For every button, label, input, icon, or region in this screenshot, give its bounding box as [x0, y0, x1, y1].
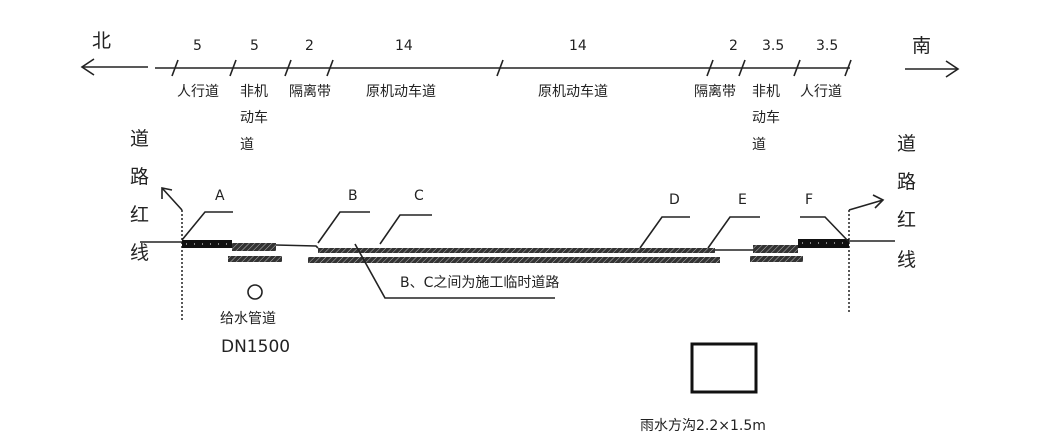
svg-text:B、C之间为施工临时道路: B、C之间为施工临时道路	[400, 275, 559, 291]
width-labels: 5 5 2 14 14 2 3.5 3.5	[193, 38, 838, 54]
svg-text:14: 14	[395, 38, 413, 54]
svg-text:3.5: 3.5	[762, 38, 784, 54]
median-north: 隔离带	[289, 83, 331, 100]
svg-text:线: 线	[897, 249, 916, 271]
svg-text:非机: 非机	[752, 84, 780, 100]
svg-text:14: 14	[569, 38, 587, 54]
point-e: E	[707, 192, 760, 249]
svg-text:F: F	[805, 192, 813, 208]
road-section	[140, 239, 895, 263]
svg-text:2: 2	[305, 38, 314, 54]
svg-text:道: 道	[130, 128, 149, 150]
point-b: B	[317, 188, 370, 244]
dimension-line	[155, 59, 852, 77]
svg-text:A: A	[215, 188, 225, 204]
svg-text:道: 道	[240, 137, 254, 153]
svg-text:路: 路	[130, 166, 149, 188]
north-arrow-icon	[80, 58, 148, 76]
red-line-left-label: 道 路 红 线	[130, 128, 149, 264]
svg-text:道: 道	[897, 133, 916, 155]
motor-lane-south: 原机动车道	[538, 83, 608, 100]
red-line-left-marker	[161, 187, 183, 320]
point-f: F	[800, 192, 850, 243]
temporary-road-note: B、C之间为施工临时道路	[354, 243, 559, 299]
median-south: 隔离带	[694, 83, 736, 100]
svg-text:D: D	[669, 192, 680, 208]
svg-text:动车: 动车	[752, 109, 780, 126]
svg-text:2: 2	[729, 38, 738, 54]
svg-text:线: 线	[130, 242, 149, 264]
point-a: A	[181, 188, 233, 241]
svg-text:动车: 动车	[240, 109, 268, 126]
point-d: D	[639, 192, 690, 249]
south-label: 南	[912, 35, 931, 57]
north-label: 北	[92, 30, 111, 52]
svg-text:非机: 非机	[240, 84, 268, 100]
svg-text:DN1500: DN1500	[221, 337, 290, 357]
svg-text:红: 红	[130, 204, 149, 226]
svg-text:给水管道: 给水管道	[220, 311, 276, 327]
svg-text:路: 路	[897, 171, 916, 193]
svg-text:红: 红	[897, 209, 916, 231]
red-line-right-label: 道 路 红 线	[897, 133, 916, 271]
svg-text:3.5: 3.5	[816, 38, 838, 54]
svg-text:道: 道	[752, 137, 766, 153]
sidewalk-north: 人行道	[177, 84, 219, 100]
svg-text:5: 5	[250, 38, 259, 54]
svg-text:B: B	[348, 188, 358, 204]
south-arrow-icon	[905, 60, 960, 78]
point-c: C	[379, 188, 432, 245]
svg-text:E: E	[738, 192, 747, 208]
lane-labels: 人行道 非机 动车 道 隔离带 原机动车道 原机动车道 隔离带 非机 动车 道 …	[177, 83, 842, 153]
motor-lane-north: 原机动车道	[366, 83, 436, 100]
sidewalk-south: 人行道	[800, 84, 842, 100]
svg-text:C: C	[414, 188, 424, 204]
red-line-right-marker	[848, 194, 885, 312]
svg-text:雨水方沟2.2×1.5m: 雨水方沟2.2×1.5m	[640, 418, 766, 434]
storm-culvert: 雨水方沟2.2×1.5m	[640, 342, 766, 434]
water-pipe: 给水管道 DN1500	[220, 284, 290, 357]
svg-text:5: 5	[193, 38, 202, 54]
